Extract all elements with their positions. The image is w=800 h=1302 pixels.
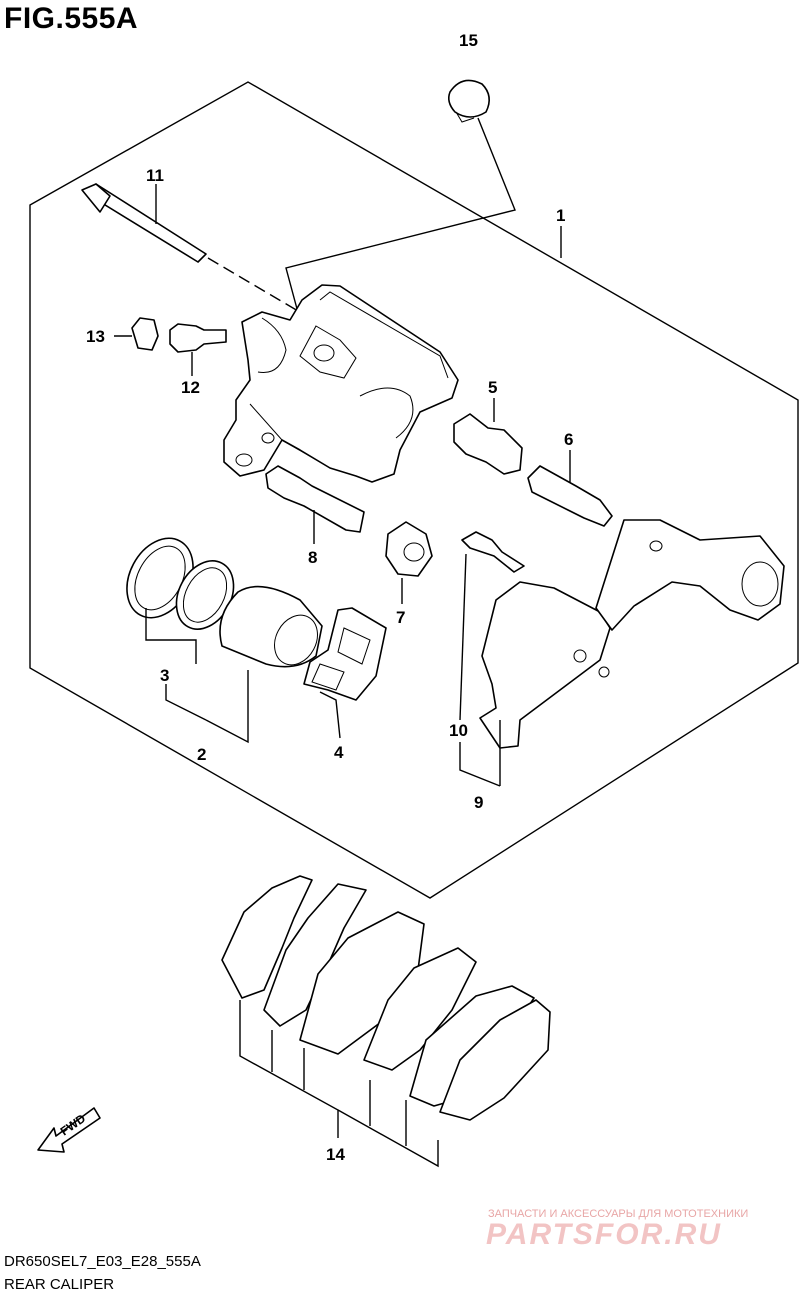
part-14-pad-d[interactable] xyxy=(363,947,477,1071)
leader-14 xyxy=(239,1000,339,1138)
callout-13: 13 xyxy=(86,327,105,346)
part-9-bracket[interactable] xyxy=(479,519,785,749)
part-6-bolt[interactable] xyxy=(527,465,613,527)
callout-7: 7 xyxy=(396,608,405,627)
leader-9-10 xyxy=(459,742,501,787)
leader-2-3 xyxy=(165,684,207,721)
callout-11: 11 xyxy=(146,166,164,185)
leader-4 xyxy=(319,691,341,739)
part-5-sleeve[interactable] xyxy=(453,413,523,475)
leader-2 xyxy=(205,670,249,744)
part-2-piston[interactable] xyxy=(219,585,326,673)
callout-6: 6 xyxy=(564,430,573,449)
watermark-tagline: ЗАПЧАСТИ И АКСЕССУАРЫ ДЛЯ МОТОТЕХНИКИ xyxy=(488,1208,749,1220)
part-13-cap[interactable] xyxy=(131,317,159,351)
callout-8: 8 xyxy=(308,548,317,567)
leader-14-b xyxy=(337,1109,439,1168)
part-1-caliper-body[interactable] xyxy=(223,284,459,483)
diagram-name: REAR CALIPER xyxy=(4,1276,115,1293)
part-14-pad-b[interactable] xyxy=(263,883,367,1027)
part-3-seal-b[interactable] xyxy=(165,551,245,639)
part-4-shim[interactable] xyxy=(303,607,387,701)
callout-9: 9 xyxy=(474,793,483,812)
part-14-pad-c[interactable] xyxy=(299,911,425,1055)
leader-10 xyxy=(459,553,467,721)
part-10-spring[interactable] xyxy=(461,531,525,573)
part-14-pad-f[interactable] xyxy=(439,999,551,1121)
part-11-pin[interactable] xyxy=(81,183,207,263)
diagram-code: DR650SEL7_E03_E28_555A xyxy=(4,1253,201,1270)
leader-15 xyxy=(285,117,516,321)
callout-10: 10 xyxy=(449,721,468,740)
figure-title: FIG.555A xyxy=(4,2,139,35)
callout-1: 1 xyxy=(556,206,565,225)
callout-14: 14 xyxy=(326,1145,345,1164)
part-14-pad-a[interactable] xyxy=(221,875,313,999)
part-15-cap[interactable] xyxy=(448,79,490,123)
part-12-bleeder[interactable] xyxy=(169,323,227,353)
leader-11-dash xyxy=(207,257,311,319)
watermark-logo: PARTSFOR.RU xyxy=(486,1218,722,1251)
part-8-pin[interactable] xyxy=(265,465,365,533)
fwd-arrow-icon: FWD xyxy=(37,1107,101,1153)
callout-2: 2 xyxy=(197,745,206,764)
callout-4: 4 xyxy=(334,743,344,762)
callout-12: 12 xyxy=(181,378,200,397)
leader-3 xyxy=(145,608,197,664)
assembly-box xyxy=(29,81,799,899)
part-7-boot[interactable] xyxy=(385,521,433,577)
callout-15: 15 xyxy=(459,31,478,50)
callout-3: 3 xyxy=(160,666,169,685)
callout-5: 5 xyxy=(488,378,497,397)
